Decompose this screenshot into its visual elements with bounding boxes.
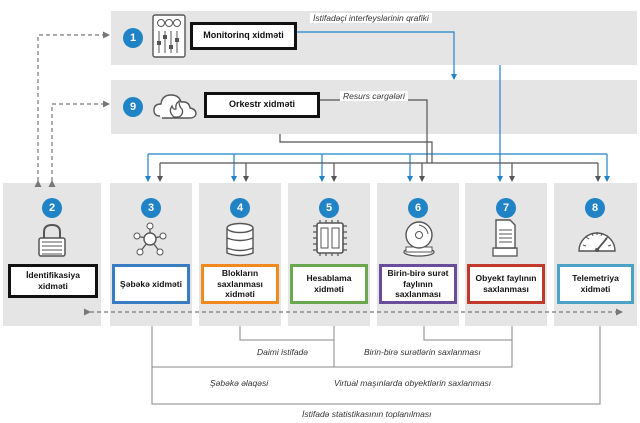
monitoring-console-icon — [152, 14, 186, 58]
resource-templates-note: Resurs cərgələri — [340, 91, 408, 101]
padlock-icon — [38, 223, 66, 257]
object-storage-label: Obyekt faylının saxlanması — [467, 264, 545, 304]
monitoring-badge: 1 — [123, 28, 143, 48]
monitoring-label: Monitorinq xidməti — [190, 22, 297, 50]
orchestration-panel — [111, 80, 637, 134]
document-stack-icon — [492, 219, 518, 257]
compute-badge: 5 — [319, 198, 339, 218]
image-storage-label: Birin-birə surət faylının saxlanması — [379, 264, 457, 304]
orchestration-label: Orkestr xidməti — [204, 92, 320, 118]
image-storage-flow-note: Birin-birə surətlərin saxlanması — [364, 347, 481, 357]
identity-badge: 2 — [42, 198, 62, 218]
identity-label: İdentifikasiya xidməti — [8, 264, 98, 298]
block-storage-badge: 4 — [230, 198, 250, 218]
network-hub-icon — [133, 222, 167, 256]
database-disk-icon — [226, 222, 254, 257]
image-storage-badge: 6 — [408, 198, 428, 218]
usage-statistics-note: İstifadə statistikasının toplanılması — [302, 409, 432, 419]
persistent-use-note: Daimi istifadə — [257, 347, 309, 357]
vm-object-storage-note: Virtual maşınlarda obyektlərin saxlanmas… — [334, 378, 492, 388]
orchestration-badge: 9 — [123, 97, 143, 117]
cloud-fire-icon — [153, 94, 197, 119]
network-badge: 3 — [141, 198, 161, 218]
ui-graphics-note: İstifadəçi interfeyslərinin qrafiki — [310, 13, 432, 23]
block-storage-label: Blokların saxlanması xidməti — [201, 264, 279, 304]
telemetry-badge: 8 — [585, 198, 605, 218]
compute-label: Hesablama xidməti — [290, 264, 368, 304]
cpu-chip-icon — [313, 220, 347, 256]
telemetry-label: Telemetriya xidməti — [557, 264, 634, 304]
object-storage-badge: 7 — [496, 198, 516, 218]
network-connection-note: Şəbəkə əlaqəsi — [210, 378, 269, 388]
disc-stack-icon — [403, 221, 435, 257]
network-label: Şəbəkə xidməti — [112, 264, 190, 304]
gauge-icon — [578, 232, 616, 252]
